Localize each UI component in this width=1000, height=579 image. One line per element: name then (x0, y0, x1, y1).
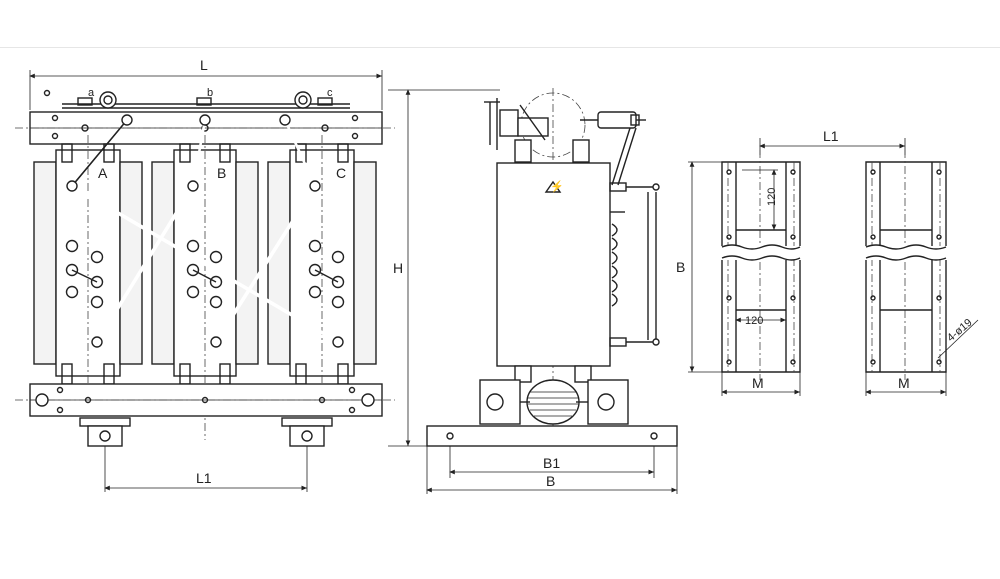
fuse-holder (597, 111, 637, 129)
dim-base-l1-label: L1 (823, 128, 839, 144)
dim-120-bottom: 120 (745, 315, 763, 327)
lifting-lug-left (99, 91, 117, 109)
terminal-c-label: c (327, 87, 333, 99)
dim-h-label: H (393, 260, 403, 276)
base-feet-front (79, 417, 333, 447)
base-rail-left: 120 120 (715, 150, 807, 380)
dim-b-label-side: B (546, 473, 555, 489)
base-rail-right (860, 150, 952, 380)
terminal-b-label: b (207, 87, 213, 99)
phase-c-label: C (336, 165, 346, 181)
dim-base-b-label: B (676, 259, 685, 275)
side-wheel-right (587, 379, 629, 425)
dim-l-label: L (200, 57, 208, 73)
tap-terminals (65, 239, 345, 309)
header-divider (0, 47, 1000, 48)
side-base (426, 425, 678, 447)
phase-b-label: B (217, 165, 226, 181)
dim-b1-label: B1 (543, 455, 560, 471)
dim-m-left: M (752, 375, 764, 391)
side-wheel-left (479, 379, 521, 425)
svg-text:⚡: ⚡ (550, 180, 564, 193)
dim-120-top: 120 (766, 188, 778, 206)
front-view: L a b c (15, 57, 500, 492)
enclosure-body (496, 162, 611, 367)
lv-bushing (526, 379, 580, 425)
connection-rods (66, 114, 344, 348)
lifting-lug-right (294, 91, 312, 109)
side-view: ⚡ (426, 88, 678, 494)
hole-callout: 4-ø19 (945, 317, 975, 345)
phase-a-label: A (98, 165, 108, 181)
tap-changer (609, 182, 660, 347)
base-plan-view: L1 B 120 120 (676, 128, 979, 396)
dim-l1-label: L1 (196, 470, 212, 486)
terminal-a-label: a (88, 87, 95, 99)
dim-m-right: M (898, 375, 910, 391)
